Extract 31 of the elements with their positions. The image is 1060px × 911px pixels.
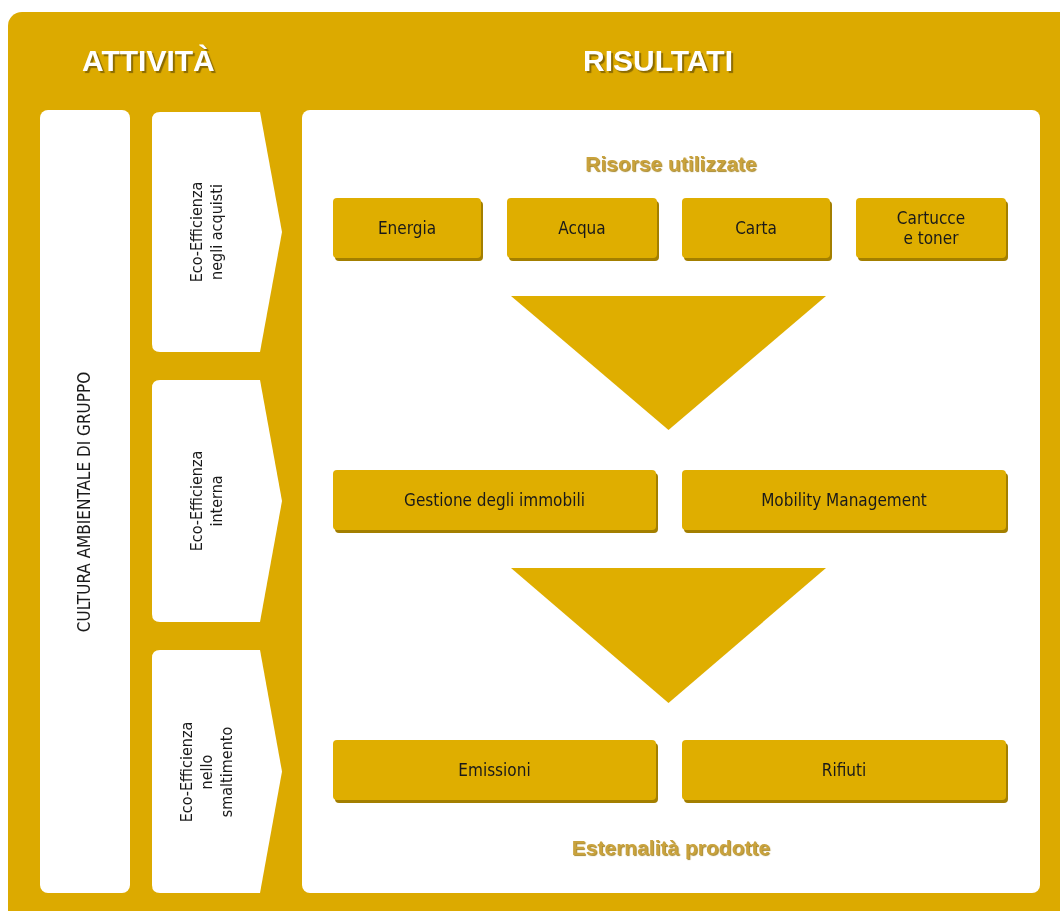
activity-tab: [152, 650, 282, 893]
column-heading: ATTIVITÀ: [82, 44, 215, 78]
activity-column: [40, 110, 130, 893]
activity-label: Eco-Efficienza negli acquisti: [187, 180, 227, 285]
activity-label: Eco-Efficienza interna: [187, 449, 227, 554]
box-label: Rifiuti: [820, 759, 868, 781]
resource-box: [682, 198, 830, 258]
resource-box: [333, 470, 656, 530]
box-label: Carta: [734, 217, 778, 239]
box-label: Mobility Management: [760, 489, 928, 511]
activity-tab: [152, 380, 282, 622]
box-label: Emissioni: [457, 759, 532, 781]
funnel-triangle: [511, 568, 826, 703]
resource-box: [856, 198, 1006, 258]
box-label: Acqua: [557, 217, 607, 239]
resource-box: [333, 740, 656, 800]
activity-label: Eco-Efficienza nello smaltimento: [177, 720, 237, 824]
column-heading: RISULTATI: [583, 44, 733, 78]
resource-box: [682, 470, 1006, 530]
activity-tab: [152, 112, 282, 352]
section-heading: Esternalità prodotte: [570, 836, 772, 860]
resource-box: [507, 198, 657, 258]
column-label: CULTURA AMBIENTALE DI GRUPPO: [74, 371, 96, 632]
resource-box: [333, 198, 481, 258]
box-label: Energia: [376, 217, 438, 239]
resource-box: [682, 740, 1006, 800]
funnel-triangle: [511, 296, 826, 430]
results-panel: [302, 110, 1040, 893]
section-heading: Risorse utilizzate: [584, 152, 758, 176]
box-label: Gestione degli immobili: [403, 489, 586, 511]
box-label: Cartucce e toner: [895, 207, 967, 249]
